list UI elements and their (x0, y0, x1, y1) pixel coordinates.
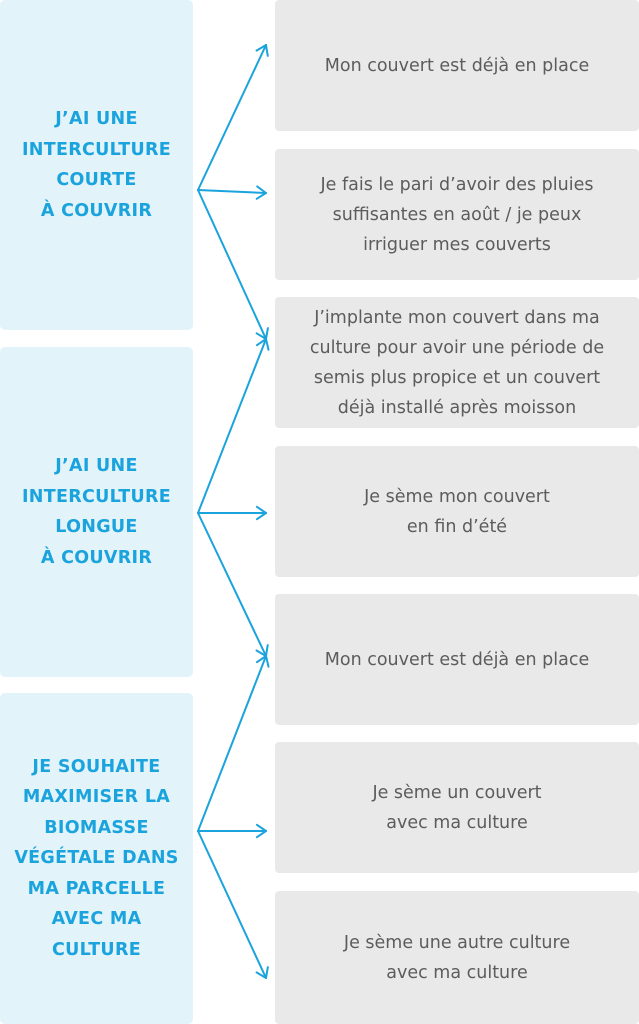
connector-line (197, 44, 267, 191)
arrowhead (255, 830, 267, 839)
arrowhead (255, 971, 267, 979)
situation-label: J’AI UNE INTERCULTURE LONGUE À COUVRIR (21, 456, 171, 568)
arrowhead (255, 332, 267, 340)
option-box: J’implante mon couvert dans ma culture p… (275, 297, 639, 428)
option-box: Mon couvert est déjà en place (275, 0, 639, 131)
arrowhead (255, 192, 267, 200)
arrowhead (255, 44, 267, 52)
option-box: Mon couvert est déjà en place (275, 594, 639, 725)
option-label: Je sème mon couvert en fin d’été (364, 486, 550, 537)
option-label: Mon couvert est déjà en place (324, 649, 590, 670)
arrowhead (255, 649, 267, 657)
arrowhead (255, 505, 267, 514)
situation-box-long-intercrop: J’AI UNE INTERCULTURE LONGUE À COUVRIR (0, 347, 193, 677)
connector-line (197, 338, 267, 514)
connector-line (197, 830, 267, 979)
arrowhead (265, 644, 269, 657)
connector-line (197, 655, 267, 832)
option-label: Je sème une autre culture avec ma cultur… (343, 932, 571, 983)
connector-line (197, 512, 267, 657)
option-box: Je sème une autre culture avec ma cultur… (275, 891, 639, 1024)
arrowhead (265, 655, 270, 668)
option-label: Je fais le pari d’avoir des pluies suffi… (320, 174, 594, 255)
option-box: Je sème un couvert avec ma culture (275, 742, 639, 873)
arrowhead (265, 966, 269, 979)
arrowhead (255, 655, 267, 664)
connector-line (197, 189, 267, 340)
situation-label: J’AI UNE INTERCULTURE COURTE À COUVRIR (21, 109, 171, 221)
arrowhead (256, 185, 267, 194)
arrowhead (265, 44, 269, 57)
connector-line (197, 189, 267, 194)
arrowhead (255, 512, 267, 521)
arrowhead (265, 338, 270, 351)
option-box: Je sème mon couvert en fin d’été (275, 446, 639, 577)
option-label: J’implante mon couvert dans ma culture p… (309, 307, 605, 418)
situation-label: JE SOUHAITE MAXIMISER LA BIOMASSE VÉGÉTA… (14, 756, 179, 960)
option-box: Je fais le pari d’avoir des pluies suffi… (275, 149, 639, 280)
option-label: Je sème un couvert avec ma culture (372, 782, 542, 833)
option-label: Mon couvert est déjà en place (324, 55, 590, 76)
arrowhead (255, 338, 267, 347)
situation-box-maximize-biomass: JE SOUHAITE MAXIMISER LA BIOMASSE VÉGÉTA… (0, 693, 193, 1024)
arrowhead (255, 823, 267, 832)
arrowhead (265, 327, 269, 340)
situation-box-short-intercrop: J’AI UNE INTERCULTURE COURTE À COUVRIR (0, 0, 193, 330)
